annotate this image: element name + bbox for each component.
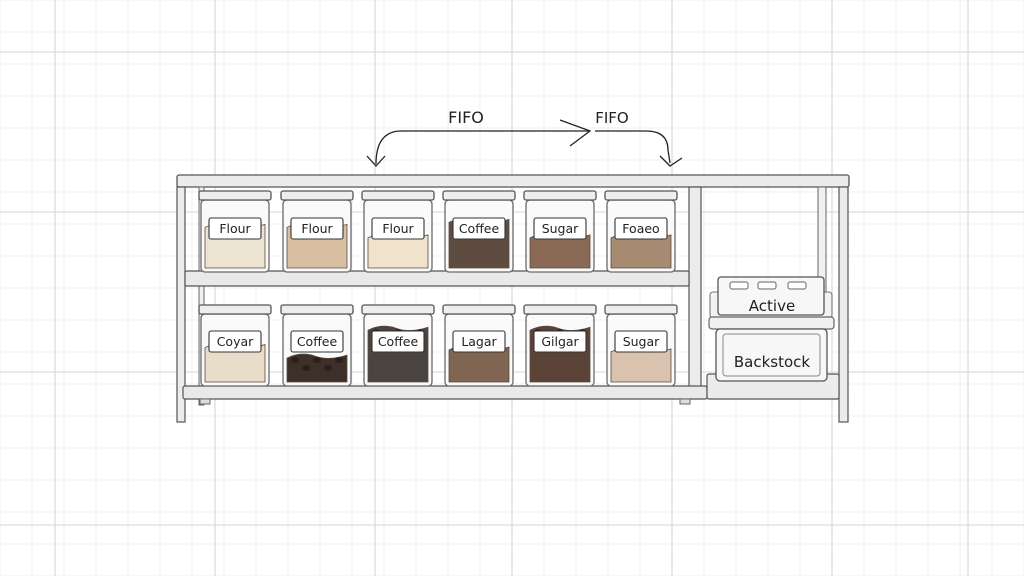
canister-lid [604, 304, 678, 315]
canister: Lagar [442, 304, 516, 387]
canister-label-box [614, 330, 668, 353]
bin-active-label: Active [749, 297, 795, 315]
canister: Gilgar [523, 304, 597, 387]
bin-backstock-body [715, 328, 828, 382]
bin-active-handle-right [787, 281, 807, 290]
bin-active-handle-middle [757, 281, 777, 290]
canister-lid [198, 190, 272, 201]
canister-label-box [614, 217, 668, 240]
fifo-arrow-path-right [595, 130, 671, 164]
canister-label: Flour [301, 221, 333, 236]
canister-label-box [208, 217, 262, 240]
bin-active-handle-left [729, 281, 749, 290]
fifo-arrow-head-right [659, 155, 683, 167]
post-divider [688, 186, 702, 390]
bin-backstock-rim [708, 316, 835, 330]
canister-label: Gilgar [541, 334, 579, 349]
canister-lid [523, 304, 597, 315]
canister: Coffee [361, 304, 435, 387]
canister: Flour [198, 190, 272, 273]
fifo-arrow-head-middle [559, 119, 592, 147]
canister: Coffee [442, 190, 516, 273]
shelf-middle [184, 270, 690, 287]
canister-lid [361, 304, 435, 315]
fifo-label-right: FIFO [595, 109, 629, 127]
canister-label-box [290, 217, 344, 240]
bin-backstock: Backstock [708, 316, 835, 382]
coffee-bean-icon [313, 357, 321, 364]
canister-label-box [533, 330, 587, 353]
canister-label-box [371, 330, 425, 353]
shelf-bottom-canisters: Coyar Coffee Coffee Lagar Gilgar Sugar [198, 304, 678, 387]
coffee-bean-icon [335, 357, 343, 364]
canister-lid [442, 304, 516, 315]
canister-lid [280, 190, 354, 201]
canister-label: Foaeo [622, 221, 659, 236]
fifo-label-left: FIFO [448, 108, 484, 127]
canister-label-box [452, 330, 506, 353]
coffee-bean-icon [291, 357, 299, 364]
fifo-arrow-curve-left-head [366, 155, 386, 167]
fifo-arrow-path [375, 130, 590, 165]
canister-label: Flour [382, 221, 414, 236]
foot-left [199, 398, 211, 405]
canister-label-box [290, 330, 344, 353]
canister: Flour [361, 190, 435, 273]
canister-label-box [371, 217, 425, 240]
canister: Foaeo [604, 190, 678, 273]
canister: Sugar [523, 190, 597, 273]
fifo-flow: FIFO FIFO [366, 108, 683, 167]
canister-label: Lagar [461, 334, 497, 349]
canister-lid [523, 190, 597, 201]
canister-label: Flour [219, 221, 251, 236]
canister-label: Sugar [623, 334, 660, 349]
canister-lid [604, 190, 678, 201]
canister: Coffee [280, 304, 354, 387]
canister-label: Sugar [542, 221, 579, 236]
sugar-icon [610, 347, 672, 383]
canister-lid [280, 304, 354, 315]
shelf-bottom [182, 385, 708, 400]
bin-backstock-label: Backstock [734, 353, 811, 371]
post-right [838, 186, 849, 423]
post-inner-left [198, 186, 205, 406]
coffee-bean-icon [302, 365, 310, 372]
coffee-beans-icon [286, 353, 348, 383]
post-left [176, 186, 186, 423]
canister-label: Coffee [459, 221, 500, 236]
canister-label: Coyar [217, 334, 254, 349]
canister: Coyar [198, 304, 272, 387]
coffee-bean-icon [324, 365, 332, 372]
canister: Sugar [604, 304, 678, 387]
canister-label: Coffee [378, 334, 419, 349]
canister: Flour [280, 190, 354, 273]
canister-label-box [533, 217, 587, 240]
canister-label: Coffee [297, 334, 338, 349]
shelf-top-rail [176, 174, 850, 188]
canister-label-box [208, 330, 262, 353]
foot-mid [679, 398, 691, 405]
canister-lid [361, 190, 435, 201]
shelving-unit [176, 174, 850, 423]
bin-backstock-insert [722, 333, 821, 377]
canister-lid [442, 190, 516, 201]
canister-label-box [452, 217, 506, 240]
canister-lid [198, 304, 272, 315]
shelf-top-canisters: Flour Flour Flour Coffee Sugar Foaeo [198, 190, 678, 273]
bin-active: Active [709, 276, 833, 319]
storage-bins: Active Backstock [708, 276, 835, 382]
